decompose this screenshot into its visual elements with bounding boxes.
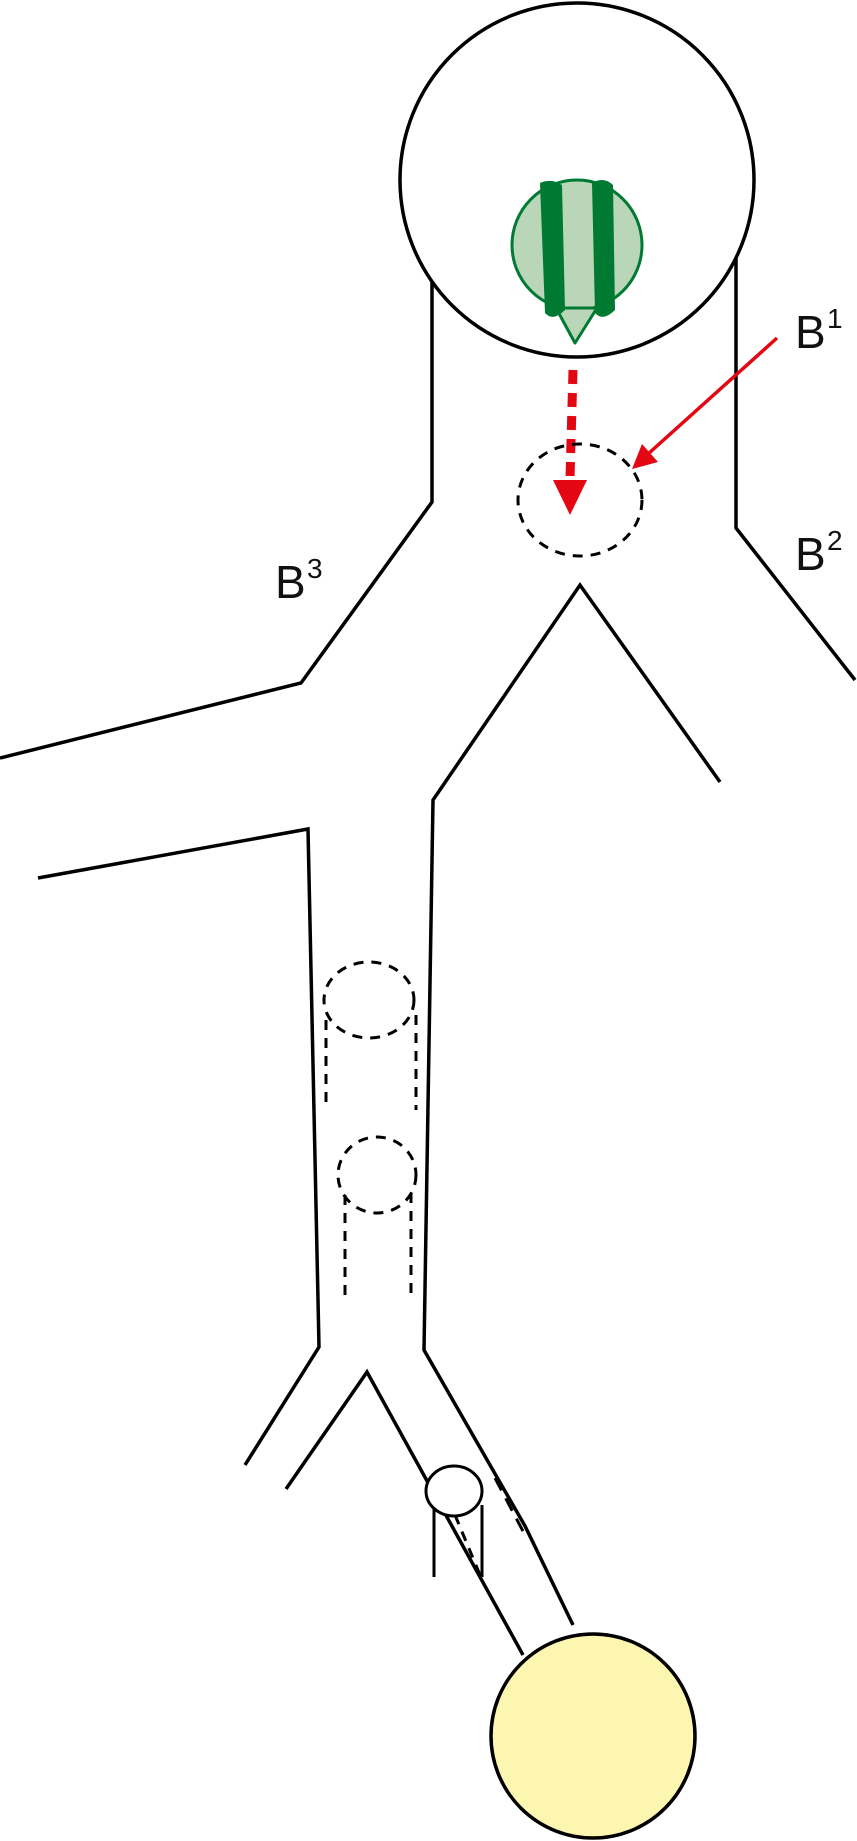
phantom-valve-2 bbox=[336, 1135, 418, 1300]
deploy-arrow bbox=[553, 369, 587, 515]
phantom-valve-1 bbox=[322, 960, 418, 1110]
b1-pointer-arrow bbox=[632, 336, 779, 469]
svg-text:B: B bbox=[795, 528, 826, 580]
svg-text:1: 1 bbox=[827, 303, 843, 334]
svg-text:B: B bbox=[795, 306, 826, 358]
svg-text:B: B bbox=[275, 556, 306, 608]
svg-text:3: 3 bbox=[307, 553, 323, 584]
carina-upper bbox=[422, 581, 722, 1626]
lower-carina bbox=[284, 1368, 525, 1656]
alveolus-circle bbox=[489, 1632, 697, 1840]
target-site-circle bbox=[516, 442, 644, 558]
lower-left-wall bbox=[37, 826, 321, 1466]
valve-icon bbox=[510, 178, 644, 345]
label-b2: B 2 bbox=[795, 525, 843, 580]
upper-right-wall bbox=[734, 255, 857, 682]
svg-text:2: 2 bbox=[827, 525, 843, 556]
upper-left-wall bbox=[0, 278, 434, 760]
label-b3: B 3 bbox=[275, 553, 323, 608]
label-b1: B 1 bbox=[795, 303, 843, 358]
small-valve bbox=[424, 1464, 527, 1577]
